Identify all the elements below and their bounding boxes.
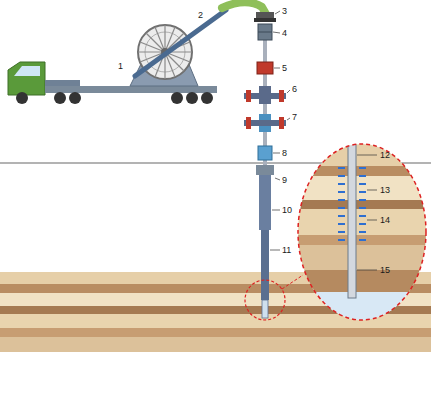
- callout-number: 14: [380, 215, 390, 225]
- callout-number: 12: [380, 150, 390, 160]
- callout-number: 4: [282, 28, 287, 38]
- boom-arm: [135, 10, 226, 76]
- zoom-outline: [298, 144, 426, 320]
- callout-number: 9: [282, 175, 287, 185]
- callout-number: 11: [282, 245, 291, 255]
- callout-number: 15: [380, 265, 390, 275]
- callout-number: 7: [292, 112, 297, 122]
- callout-number: 5: [282, 63, 287, 73]
- callout-number: 10: [282, 205, 292, 215]
- well-casing: [256, 165, 274, 318]
- callout-number: 6: [292, 84, 297, 94]
- callout-number: 13: [380, 185, 390, 195]
- wellhead-stack: [244, 12, 286, 165]
- detail-circle: [245, 280, 285, 320]
- callout-number: 1: [118, 61, 123, 71]
- callout-number: 2: [198, 10, 203, 20]
- zoom-link: [282, 275, 303, 289]
- callout-number: 8: [282, 148, 287, 158]
- zoom-view: [298, 140, 426, 320]
- callout-number: 3: [282, 6, 287, 16]
- leader-lines: [270, 11, 377, 270]
